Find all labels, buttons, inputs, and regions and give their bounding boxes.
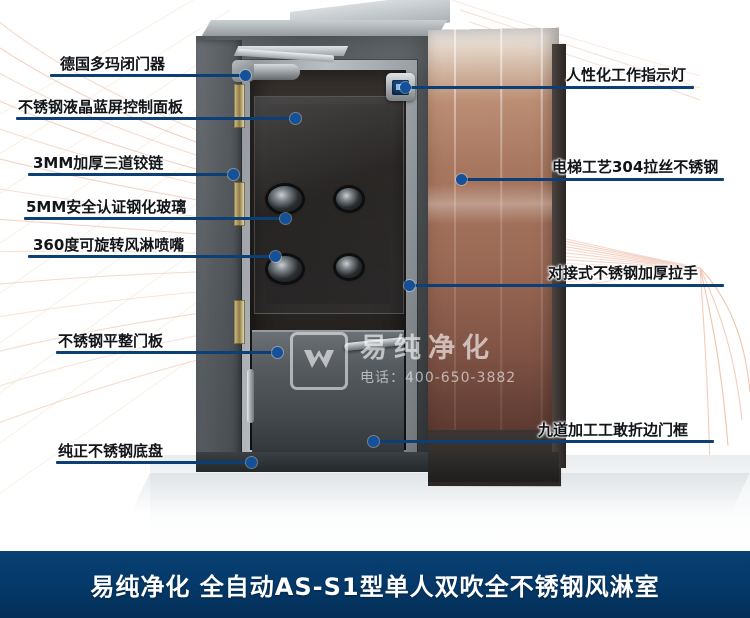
- air-nozzle-icon: [268, 186, 302, 212]
- hinge-icon: [234, 84, 245, 128]
- air-shower-photo: 易纯净化 电话：400-650-3882: [0, 0, 750, 551]
- hinge-icon: [234, 182, 245, 226]
- lcd-control-panel-icon[interactable]: [386, 73, 415, 101]
- door-lower-steel-panel: [252, 330, 404, 452]
- air-nozzle-icon: [336, 188, 362, 210]
- air-nozzle-icon: [336, 256, 362, 278]
- cabinet-right-edge: [552, 44, 566, 468]
- lcd-screen: [392, 79, 409, 95]
- hinge-icon: [234, 300, 245, 344]
- panel-seam: [500, 28, 503, 484]
- door-closer-knuckle: [232, 60, 254, 82]
- panel-seam: [453, 29, 456, 483]
- door-closer-icon: [240, 64, 300, 80]
- panel-seam: [540, 27, 543, 485]
- brushed-304-side-panel: [428, 27, 560, 485]
- door-edge-handle-icon[interactable]: [247, 369, 254, 423]
- panel-sheen: [428, 182, 560, 225]
- base-pan-side: [428, 451, 560, 483]
- bottom-banner: 易纯净化 全自动AS-S1型单人双吹全不锈钢风淋室: [0, 551, 750, 618]
- air-nozzle-icon: [268, 256, 302, 282]
- stainless-base-pan: [196, 452, 428, 472]
- banner-title: 易纯净化 全自动AS-S1型单人双吹全不锈钢风淋室: [90, 573, 660, 601]
